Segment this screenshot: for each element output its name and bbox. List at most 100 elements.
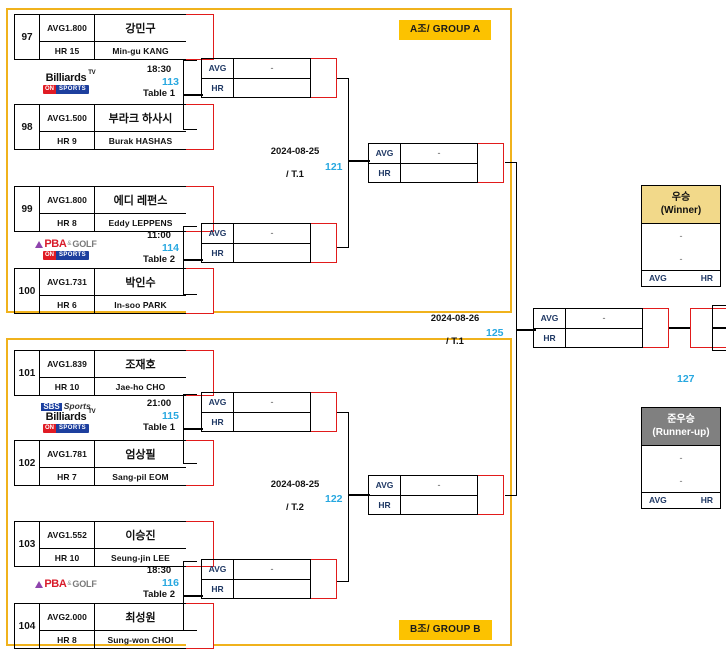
avg-value: - (565, 308, 643, 329)
bracket-connector (505, 162, 517, 164)
hr-label: HR (201, 242, 234, 263)
runner-up-value-bottom: - (679, 475, 683, 486)
seed-number: 101 (14, 350, 40, 396)
result-box-121-top[interactable]: AVG - HR (201, 58, 337, 98)
score-box[interactable] (186, 268, 214, 314)
runner-up-values: - - (642, 446, 720, 493)
score-box[interactable] (311, 559, 337, 599)
match-date: 2024-08-25 (270, 146, 320, 157)
match-table: Table 1 (142, 422, 176, 433)
player-hr: HR 8 (39, 213, 95, 232)
match-number-127[interactable]: 127 (677, 373, 695, 385)
result-box-122-top[interactable]: AVG - HR (201, 392, 337, 432)
match-number-115[interactable]: 115 (162, 410, 179, 422)
player-hr: HR 15 (39, 41, 95, 60)
bracket-connector (516, 162, 518, 330)
result-box-122-bottom[interactable]: AVG - HR (201, 559, 337, 599)
player-name-kr: 엄상필 (94, 439, 187, 469)
player-block-100[interactable]: 100 AVG1.731 박인수 HR 6 In-soo PARK (14, 267, 214, 314)
match-number-114[interactable]: 114 (162, 242, 179, 254)
score-box[interactable] (311, 58, 337, 98)
score-box[interactable] (186, 521, 214, 567)
match-time: 18:30 (146, 565, 172, 576)
avg-value: - (233, 392, 311, 413)
result-box-121-bottom[interactable]: AVG - HR (201, 223, 337, 263)
group-a-badge: A조/ GROUP A (399, 20, 492, 40)
runner-up-stats: AVG HR (642, 493, 720, 508)
bracket-connector (337, 247, 349, 249)
match-number-116[interactable]: 116 (162, 577, 179, 589)
player-name-kr: 부라크 하사시 (94, 103, 187, 133)
bracket-connector (183, 561, 197, 563)
score-box[interactable] (186, 603, 214, 649)
player-avg: AVG1.781 (39, 439, 95, 469)
match-number-121[interactable]: 121 (325, 161, 343, 173)
bracket-connector (337, 412, 349, 414)
avg-value: - (400, 475, 478, 496)
winner-values: - - (642, 224, 720, 271)
bracket-connector (183, 60, 197, 62)
result-box-125-bottom[interactable]: AVG - HR (368, 475, 504, 515)
player-hr: HR 10 (39, 377, 95, 396)
runner-up-value-top: - (679, 452, 683, 463)
hr-label: HR (700, 273, 713, 283)
seed-number: 102 (14, 440, 40, 486)
player-block-104[interactable]: 104 AVG2.000 최성원 HR 8 Sung-won CHOI (14, 602, 214, 649)
result-box-125-final[interactable]: AVG - HR (533, 308, 669, 348)
player-block-99[interactable]: 99 AVG1.800 에디 레펀스 HR 8 Eddy LEPPENS (14, 185, 214, 232)
hr-value (400, 494, 478, 515)
player-avg: AVG1.731 (39, 267, 95, 297)
player-hr: HR 6 (39, 295, 95, 314)
player-block-102[interactable]: 102 AVG1.781 엄상필 HR 7 Sang-pil EOM (14, 439, 214, 486)
bracket-connector (183, 129, 197, 131)
score-box[interactable] (186, 104, 214, 150)
player-avg: AVG1.552 (39, 520, 95, 550)
bracket-connector (516, 329, 536, 332)
bracket-connector (712, 305, 726, 307)
winner-title: 우승 (Winner) (642, 186, 720, 224)
player-name-en: Sang-pil EOM (94, 467, 187, 486)
runner-up-card[interactable]: 준우승 (Runner-up) - - AVG HR (641, 407, 721, 509)
result-box-125-top[interactable]: AVG - HR (368, 143, 504, 183)
winner-card[interactable]: 우승 (Winner) - - AVG HR (641, 185, 721, 287)
score-box[interactable] (478, 475, 504, 515)
bracket-connector (348, 494, 370, 497)
score-box[interactable] (186, 14, 214, 60)
bracket-connector (337, 581, 349, 583)
score-box[interactable] (311, 223, 337, 263)
player-block-103[interactable]: 103 AVG1.552 이승진 HR 10 Seung-jin LEE (14, 520, 214, 567)
match-time: 21:00 (146, 398, 172, 409)
avg-label: AVG (201, 392, 234, 413)
player-block-101[interactable]: 101 AVG1.839 조재호 HR 10 Jae-ho CHO (14, 349, 214, 396)
player-avg: AVG1.839 (39, 349, 95, 379)
bracket-connector (183, 94, 203, 97)
player-name-kr: 박인수 (94, 267, 187, 297)
hr-value (233, 77, 311, 98)
player-avg: AVG1.500 (39, 103, 95, 133)
score-box[interactable] (311, 392, 337, 432)
bracket-connector (348, 412, 350, 582)
score-box[interactable] (186, 350, 214, 396)
avg-label: AVG (368, 475, 401, 496)
player-block-97[interactable]: 97 AVG1.800 강민구 HR 15 Min-gu KANG (14, 13, 214, 60)
score-box[interactable] (643, 308, 669, 348)
match-table: / T.1 (286, 169, 304, 180)
match-number-125[interactable]: 125 (486, 327, 504, 339)
player-hr: HR 7 (39, 467, 95, 486)
match-table: / T.1 (446, 336, 464, 347)
match-table: Table 1 (142, 88, 176, 99)
match-number-122[interactable]: 122 (325, 493, 343, 505)
player-block-98[interactable]: 98 AVG1.500 부라크 하사시 HR 9 Burak HASHAS (14, 103, 214, 150)
hr-value (565, 327, 643, 348)
bracket-connector (183, 630, 197, 632)
bracket-connector (183, 394, 197, 396)
avg-label: AVG (201, 559, 234, 580)
runner-up-title-kr: 준우승 (667, 414, 695, 425)
match-number-113[interactable]: 113 (162, 76, 179, 88)
player-name-kr: 조재호 (94, 349, 187, 379)
score-box[interactable] (478, 143, 504, 183)
hr-label: HR (201, 77, 234, 98)
seed-number: 103 (14, 521, 40, 567)
hr-label: HR (533, 327, 566, 348)
